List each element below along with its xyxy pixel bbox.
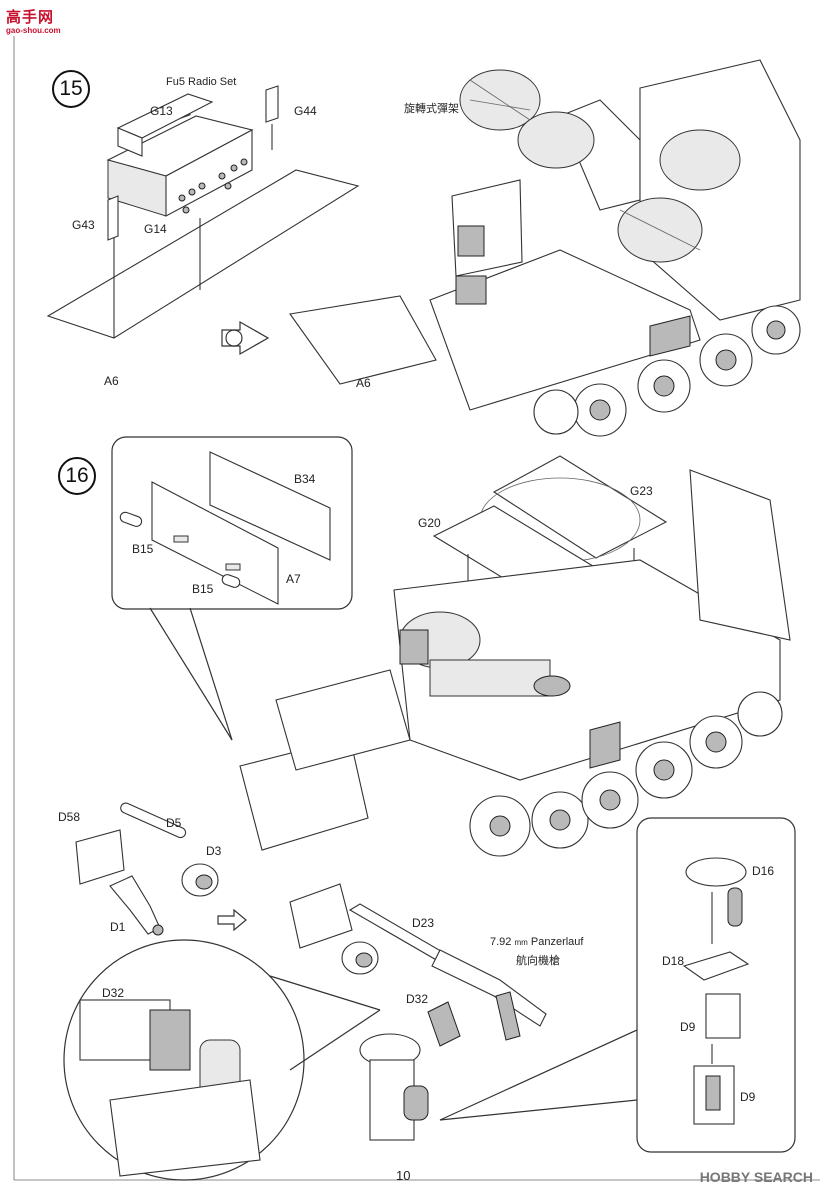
sight-parts (682, 857, 750, 1125)
assembly-arrow-icon (217, 908, 247, 932)
part-label-g23: G23 (630, 484, 653, 498)
label-rotary-ammo-rack: 旋轉式彈架 (404, 102, 459, 115)
page-number: 10 (396, 1168, 411, 1183)
part-label-d9-b: D9 (740, 1090, 756, 1104)
part-label-d3: D3 (206, 844, 222, 858)
ammo-rack (459, 69, 741, 263)
part-label-g44: G44 (294, 104, 317, 118)
part-label-d5: D5 (166, 816, 182, 830)
base-plate-a6 (46, 169, 360, 339)
ammo-drum-d32 (427, 1001, 461, 1047)
part-label-a6-right: A6 (356, 376, 371, 390)
hatch-plate-a7 (151, 481, 279, 605)
radio-set-fu5 (106, 93, 254, 217)
part-d16 (685, 857, 747, 887)
site-logo-url: gao-shou.com (6, 26, 61, 35)
part-label-d23: D23 (412, 916, 435, 930)
step-number-15: 15 (52, 70, 90, 108)
part-d9-a (705, 993, 741, 1039)
part-label-b34: B34 (294, 472, 316, 486)
part-label-b15-b: B15 (192, 582, 214, 596)
site-logo-text: 高手网 (6, 8, 55, 26)
detail-box-sight (636, 817, 796, 1153)
road-wheels-step16 (469, 691, 783, 857)
part-label-d16: D16 (752, 864, 775, 878)
ammo-rack-step16 (399, 611, 571, 697)
vehicle-hull-step15 (289, 59, 801, 437)
step-title-fu5-radio-set: Fu5 Radio Set (166, 76, 237, 88)
mg-mount-parts (75, 802, 219, 936)
part-label-d58: D58 (58, 810, 81, 824)
part-label-d32-gun: D32 (406, 992, 429, 1006)
bracket-g44 (265, 85, 279, 123)
site-logo[interactable]: 高手网 gao-shou.com (6, 6, 61, 35)
part-d18 (682, 951, 750, 981)
part-label-a6-left: A6 (104, 374, 119, 388)
hinge-pin-b15 (119, 511, 143, 527)
bracket-g43 (107, 195, 119, 241)
mg-name-rest: Panzerlauf (530, 936, 584, 948)
part-label-d18: D18 (662, 954, 685, 968)
part-d5 (120, 802, 187, 839)
mg-caliber-unit: mm (514, 938, 528, 947)
part-label-g14: G14 (144, 222, 167, 236)
detail-box-hatches (111, 436, 353, 610)
roof-plate-g23 (492, 455, 668, 559)
part-label-d9-a: D9 (680, 1020, 696, 1034)
ball-mount (359, 1033, 429, 1141)
machine-gun-assembly (289, 883, 547, 1047)
hatch-plate-b34 (209, 451, 331, 561)
part-label-d32-detail: D32 (102, 986, 125, 1000)
hobby-search-watermark: HOBBY SEARCH (700, 1169, 813, 1185)
vehicle-hull-step16 (239, 469, 791, 857)
road-wheels (533, 305, 801, 437)
part-label-g43: G43 (72, 218, 95, 232)
part-d58 (75, 829, 125, 885)
part-label-g20: G20 (418, 516, 441, 530)
label-hull-mg-cn: 航向機槍 (516, 954, 560, 967)
watermark-text: HOBBY SEARCH (699, 1169, 813, 1185)
part-label-a7: A7 (286, 572, 301, 586)
transfer-arrow-icon (221, 320, 270, 356)
label-mg-name: 7.92 mm Panzerlauf (490, 936, 583, 948)
part-label-g13: G13 (150, 104, 173, 118)
magnified-detail-d32 (63, 939, 381, 1181)
step-number-16: 16 (58, 457, 96, 495)
part-label-d1: D1 (110, 920, 126, 934)
part-label-b15-a: B15 (132, 542, 154, 556)
mg-caliber: 7.92 (490, 936, 512, 948)
